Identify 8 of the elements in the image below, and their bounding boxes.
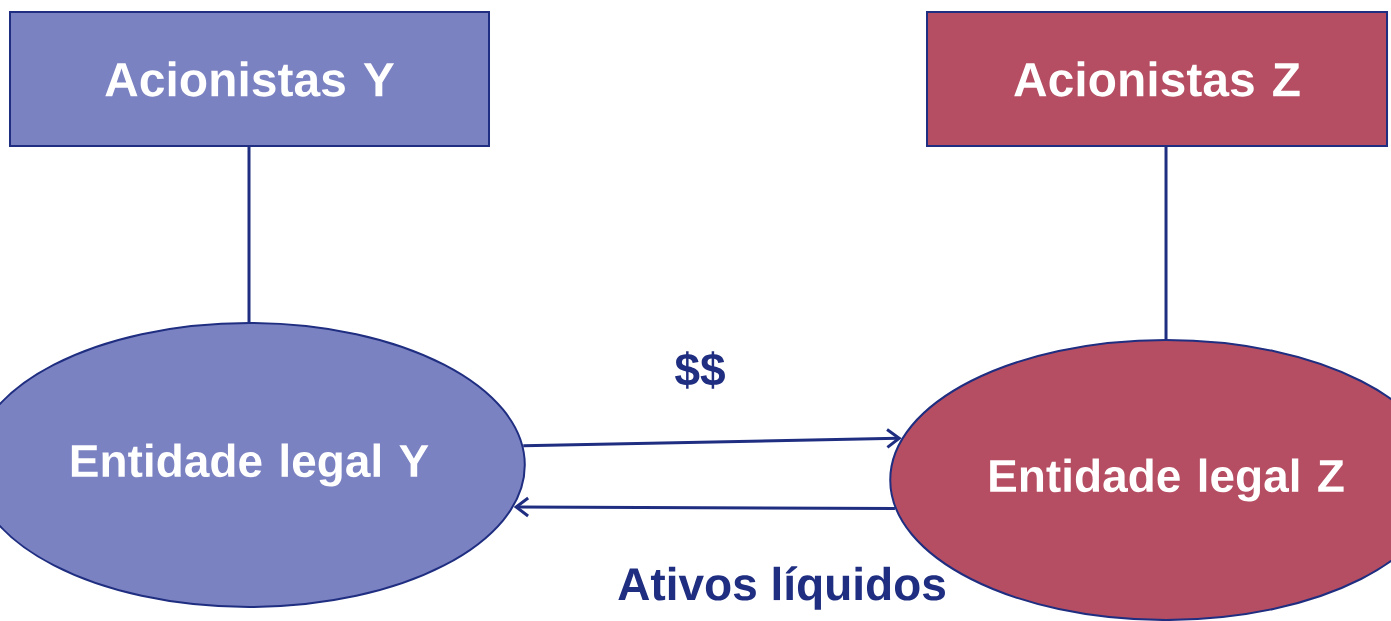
box-node: Acionistas Y [9, 11, 490, 147]
box-node: Acionistas Z [926, 11, 1388, 147]
arrow [523, 428, 902, 449]
connector-line [247, 147, 251, 322]
edge-label: $$ [675, 351, 725, 389]
arrow [513, 496, 895, 518]
connector-line [1164, 147, 1168, 339]
ellipse-node: Entidade legal Y [0, 322, 526, 608]
